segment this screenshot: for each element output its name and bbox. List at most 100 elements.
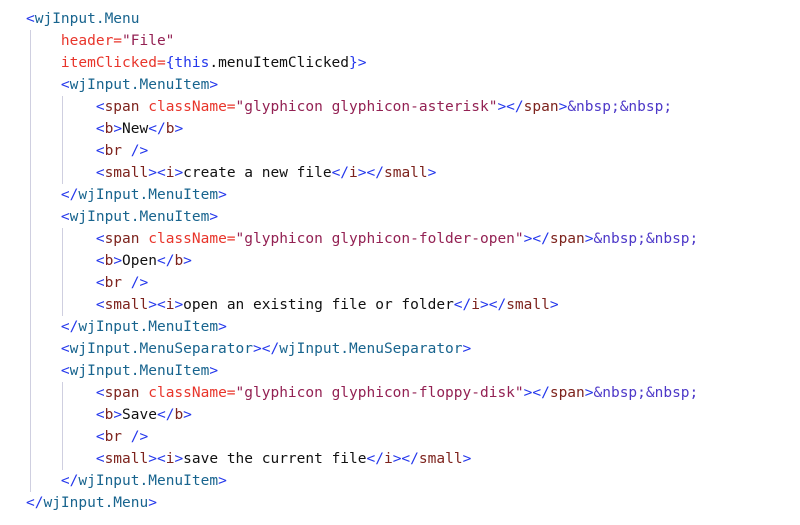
- code-token-p: ><: [148, 451, 166, 467]
- code-token-p: </: [156, 407, 175, 423]
- code-token-ent: &nbsp;&nbsp;: [567, 99, 673, 115]
- code-token-p: ></: [357, 165, 384, 181]
- code-token-p: ><: [148, 297, 166, 313]
- code-token-p: </: [156, 253, 175, 269]
- code-token-htag: br: [104, 275, 123, 291]
- code-token-p: >: [183, 253, 192, 269]
- code-token-plain: create a new file: [183, 165, 332, 181]
- code-token-comp: wjInput.MenuItem: [78, 319, 219, 335]
- code-token-comp: wjInput.Menu: [43, 495, 149, 511]
- indent-guide: [62, 228, 63, 316]
- code-token-p: >: [174, 451, 184, 467]
- code-token-p: <: [60, 77, 70, 93]
- code-block: <wjInput.Menu header="File" itemClicked=…: [26, 8, 698, 514]
- code-token-p: <: [60, 363, 70, 379]
- code-token-plain: [26, 341, 61, 357]
- code-line: itemClicked={this.menuItemClicked}>: [26, 52, 698, 74]
- code-token-p: <: [26, 11, 35, 27]
- code-token-plain: [140, 99, 149, 115]
- code-token-p: ></: [523, 231, 550, 247]
- code-token-plain: [26, 33, 61, 49]
- code-line: <b>Open</b>: [26, 250, 698, 272]
- code-token-p: </: [366, 451, 384, 467]
- code-token-p: >: [209, 77, 219, 93]
- code-token-p: </: [60, 473, 79, 489]
- code-token-htag: b: [104, 407, 114, 423]
- code-token-p: >: [462, 341, 472, 357]
- code-token-plain: [26, 165, 96, 181]
- code-token-plain: Open: [122, 253, 157, 269]
- code-token-comp: wjInput.MenuItem: [69, 77, 210, 93]
- code-token-p: <: [95, 275, 105, 291]
- code-token-p: {: [165, 55, 175, 71]
- code-token-htag: span: [549, 231, 585, 247]
- code-token-attr: className=: [148, 385, 236, 401]
- code-token-p: >: [558, 99, 568, 115]
- code-token-p: >: [209, 363, 219, 379]
- code-token-htag: i: [165, 451, 175, 467]
- code-line: <br />: [26, 426, 698, 448]
- code-token-htag: i: [471, 297, 480, 313]
- code-token-p: </: [148, 121, 166, 137]
- code-token-attr: className=: [148, 231, 236, 247]
- code-line: <wjInput.MenuSeparator></wjInput.MenuSep…: [26, 338, 698, 360]
- code-token-p: >: [427, 165, 437, 181]
- code-token-htag: span: [104, 385, 140, 401]
- code-line: <wjInput.MenuItem>: [26, 360, 698, 382]
- code-line: <wjInput.MenuItem>: [26, 206, 698, 228]
- code-line: <wjInput.Menu: [26, 8, 698, 30]
- code-token-htag: i: [349, 165, 358, 181]
- code-token-p: </: [60, 187, 79, 203]
- code-token-p: </: [60, 319, 79, 335]
- code-token-plain: [122, 275, 131, 291]
- code-token-p: <: [95, 451, 105, 467]
- code-token-p: }>: [349, 55, 367, 71]
- code-token-plain: [26, 275, 96, 291]
- code-token-p: <: [95, 143, 105, 159]
- code-line: <b>Save</b>: [26, 404, 698, 426]
- code-token-p: >: [174, 121, 184, 137]
- code-token-p: >: [174, 165, 184, 181]
- code-token-plain: [26, 209, 61, 225]
- code-line: <wjInput.MenuItem>: [26, 74, 698, 96]
- code-token-plain: [26, 385, 96, 401]
- code-token-plain: [26, 99, 96, 115]
- code-token-htag: span: [523, 99, 559, 115]
- code-line: </wjInput.Menu>: [26, 492, 698, 514]
- code-token-htag: span: [104, 231, 140, 247]
- code-token-plain: save the current file: [183, 451, 367, 467]
- code-token-htag: small: [506, 297, 550, 313]
- code-token-p: />: [130, 275, 149, 291]
- code-token-p: </: [453, 297, 472, 313]
- code-token-p: </: [331, 165, 350, 181]
- code-token-p: >: [218, 187, 227, 203]
- code-token-htag: small: [104, 451, 149, 467]
- code-token-plain: [26, 429, 96, 445]
- code-token-p: />: [130, 429, 149, 445]
- code-token-p: ></: [252, 341, 280, 357]
- code-token-ent: &nbsp;&nbsp;: [593, 385, 699, 401]
- code-token-comp: wjInput.Menu: [34, 11, 140, 27]
- code-token-p: >: [113, 121, 123, 137]
- code-token-p: <: [60, 209, 70, 225]
- code-token-comp: wjInput.MenuItem: [78, 187, 219, 203]
- code-line: <br />: [26, 140, 698, 162]
- code-token-plain: [26, 77, 61, 93]
- code-token-htag: i: [165, 297, 175, 313]
- code-token-htag: b: [165, 121, 175, 137]
- code-token-htag: br: [104, 143, 123, 159]
- code-line: </wjInput.MenuItem>: [26, 316, 698, 338]
- code-token-p: >: [462, 451, 472, 467]
- code-token-p: ></: [497, 99, 524, 115]
- code-token-htag: b: [104, 121, 114, 137]
- code-token-plain: [122, 143, 131, 159]
- code-token-p: >: [113, 253, 123, 269]
- code-token-p: >: [218, 319, 227, 335]
- code-token-p: >: [174, 297, 184, 313]
- code-token-p: >: [183, 407, 192, 423]
- code-token-htag: span: [549, 385, 585, 401]
- code-token-p: <: [95, 429, 105, 445]
- code-token-p: >: [549, 297, 559, 313]
- code-line: <small><i>save the current file</i></sma…: [26, 448, 698, 470]
- code-token-plain: [26, 143, 96, 159]
